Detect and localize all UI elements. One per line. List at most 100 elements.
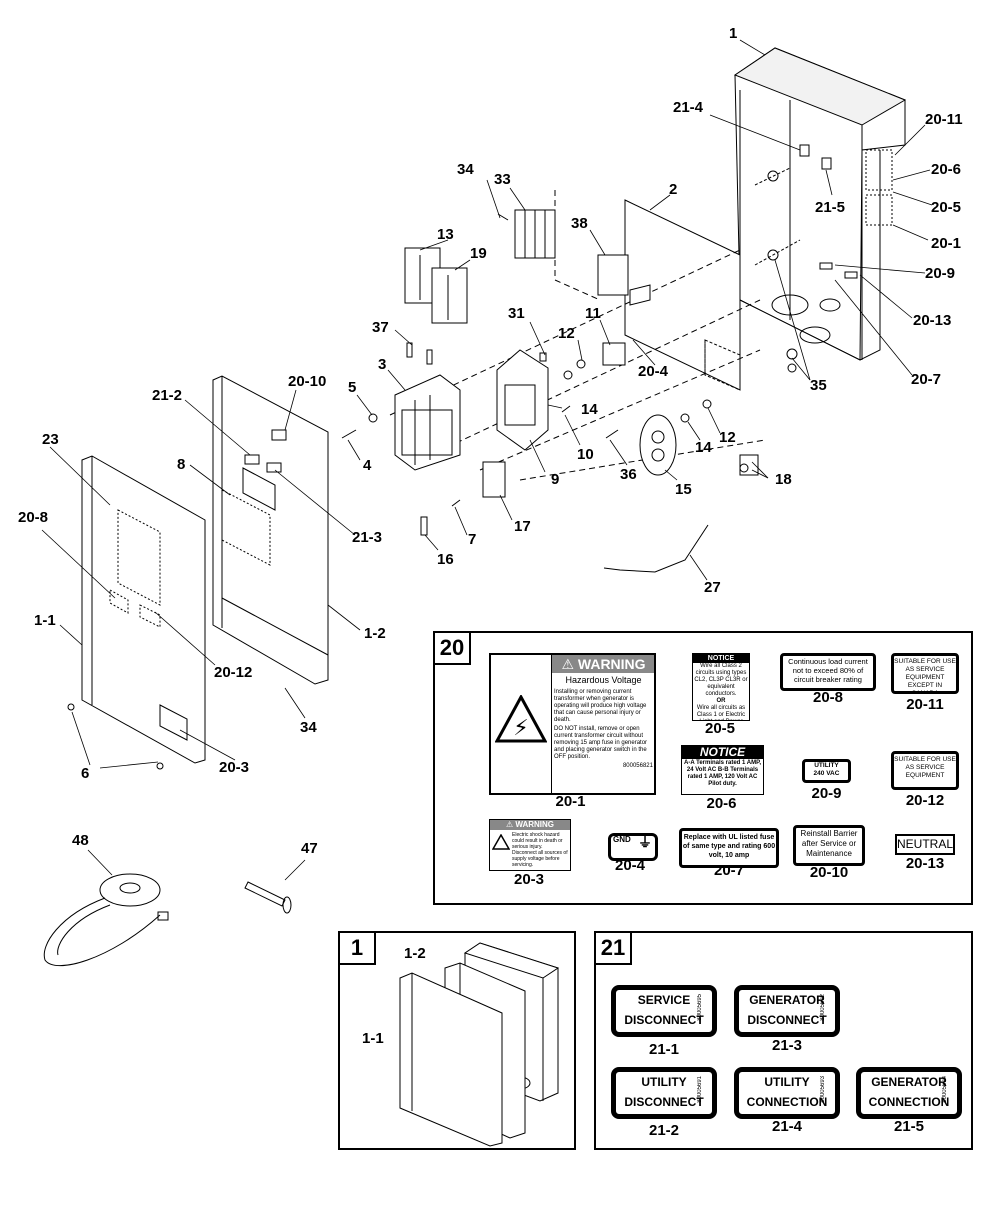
decal-20-1-title: Hazardous Voltage <box>565 675 642 685</box>
decal-20-12: SUITABLE FOR USE AS SERVICE EQUIPMENT <box>891 751 959 790</box>
hazard-triangle-icon: ⚡ <box>494 693 548 743</box>
inner-barrier-drawing <box>212 375 329 685</box>
callout-48: 48 <box>72 832 89 849</box>
callout-23: 23 <box>42 431 59 448</box>
callout-34-top: 34 <box>457 161 474 178</box>
decal-20-6-body: A-A Terminals rated 1 AMP, 24 Volt AC B-… <box>683 760 762 787</box>
callout-20-1: 20-1 <box>931 235 962 252</box>
callout-47: 47 <box>301 840 318 857</box>
leader-lines <box>41 39 933 881</box>
caption-21-4: 21-4 <box>771 1118 803 1135</box>
caption-20-7: 20-7 <box>713 862 745 879</box>
callout-21-2: 21-2 <box>152 387 183 404</box>
label-21-2-part: 80005691 <box>697 1076 703 1103</box>
callout-10: 10 <box>577 446 594 463</box>
decal-20-11: SUITABLE FOR USE AS SERVICE EQUIPMENT EX… <box>891 653 959 694</box>
callout-3: 3 <box>378 356 387 373</box>
decal-20-9-line1: UTILITY <box>814 762 839 769</box>
callout-15: 15 <box>675 481 692 498</box>
svg-text:⚡: ⚡ <box>513 716 528 741</box>
callout-21-3: 21-3 <box>352 529 383 546</box>
callout-38: 38 <box>571 215 588 232</box>
callout-7: 7 <box>468 531 477 548</box>
caption-20-11: 20-11 <box>906 696 944 713</box>
ground-symbol-icon: ⏚ <box>638 834 652 850</box>
callout-20-4: 20-4 <box>638 363 669 380</box>
callout-20-7: 20-7 <box>911 371 942 388</box>
callout-21-5: 21-5 <box>815 199 846 216</box>
callout-20-6: 20-6 <box>931 161 962 178</box>
caption-21-3: 21-3 <box>771 1037 803 1054</box>
decal-20-7: Replace with UL listed fuse of same type… <box>679 828 779 868</box>
decal-20-5-body: Wire all Class 2 circuits using types CL… <box>694 663 748 697</box>
callout-13: 13 <box>437 226 454 243</box>
decal-20-6: NOTICE A-A Terminals rated 1 AMP, 24 Vol… <box>681 745 764 795</box>
callout-4: 4 <box>363 457 372 474</box>
label-21-4: UTILITY CONNECTION 80005693 <box>734 1067 840 1119</box>
caption-21-2: 21-2 <box>648 1122 680 1139</box>
decal-kit-panel: 20 ⚡ ⚠ WARNING Hazardous Voltage Install… <box>433 631 973 905</box>
decal-20-4: GND ⏚ <box>608 833 658 861</box>
decal-20-3: ⚠ WARNING Electric shock hazard could re… <box>489 819 571 871</box>
enclosure-assembly-drawing <box>399 942 560 1147</box>
decal-20-13: NEUTRAL <box>895 834 955 855</box>
callout-20-12: 20-12 <box>214 664 253 681</box>
callout-36: 36 <box>620 466 637 483</box>
label-21-1-line2: DISCONNECT <box>624 1013 704 1027</box>
callout-27: 27 <box>704 579 721 596</box>
caption-20-8: 20-8 <box>812 689 844 706</box>
callout-31: 31 <box>508 305 525 322</box>
callout-14-left: 14 <box>581 401 598 418</box>
caption-20-4: 20-4 <box>614 857 646 874</box>
caption-20-12: 20-12 <box>905 792 945 809</box>
callout-1-1: 1-1 <box>34 612 56 629</box>
caption-20-10: 20-10 <box>809 864 849 881</box>
door-drawing <box>67 455 206 770</box>
label-21-3: GENERATOR DISCONNECT 80005692 <box>734 985 840 1037</box>
label-21-3-line1: GENERATOR <box>749 993 825 1007</box>
label-21-4-line2: CONNECTION <box>746 1095 828 1109</box>
label-21-4-line1: UTILITY <box>764 1075 810 1089</box>
caption-20-6: 20-6 <box>706 795 737 812</box>
decal-20-8: Continuous load current not to exceed 80… <box>780 653 876 691</box>
callout-21-4: 21-4 <box>673 99 704 116</box>
decal-kit-number: 20 <box>435 633 471 665</box>
transformer-and-screw-drawing <box>43 873 292 967</box>
contactor-drawing <box>394 374 461 471</box>
callout-20-11: 20-11 <box>925 111 963 128</box>
decal-20-5-or: OR <box>716 698 726 704</box>
callout-box1-1-1: 1-1 <box>362 1030 384 1047</box>
hardware-drawing <box>341 213 712 573</box>
callout-34-bottom: 34 <box>300 719 317 736</box>
label-21-1-part: 80005695 <box>697 994 703 1021</box>
decal-20-3-body: Electric shock hazard could result in de… <box>512 832 568 868</box>
decal-20-9: UTILITY 240 VAC <box>802 759 851 783</box>
callout-11: 11 <box>585 305 601 322</box>
label-21-5-line2: CONNECTION <box>868 1095 950 1109</box>
decal-20-1-header: ⚠ WARNING <box>552 655 654 673</box>
callout-6: 6 <box>81 765 90 782</box>
decal-20-1-part: 800056821 <box>622 763 653 769</box>
label-21-2-line2: DISCONNECT <box>624 1095 704 1109</box>
control-board-drawing <box>482 342 759 498</box>
label-21-2-line1: UTILITY <box>641 1075 687 1089</box>
callout-35: 35 <box>810 377 827 394</box>
callout-2: 2 <box>669 181 678 198</box>
callout-1-2: 1-2 <box>364 625 386 642</box>
callout-37: 37 <box>372 319 389 336</box>
enclosure-assembly-panel: 1 1-2 1-1 <box>338 931 576 1150</box>
label-21-4-part: 80005693 <box>820 1076 826 1103</box>
connection-labels-panel: 21 SERVICE DISCONNECT 80005695 21-1 GENE… <box>594 931 973 1150</box>
shock-hazard-icon <box>491 833 511 850</box>
callout-18: 18 <box>775 471 792 488</box>
decal-20-4-text: GND <box>613 835 631 844</box>
caption-20-13: 20-13 <box>905 855 945 872</box>
enclosure-assembly-number: 1 <box>340 933 376 965</box>
callout-20-5: 20-5 <box>931 199 962 216</box>
label-21-5-line1: GENERATOR <box>871 1075 947 1089</box>
callout-box1-1-2: 1-2 <box>404 945 426 962</box>
label-21-5: GENERATOR CONNECTION 80005694 <box>856 1067 962 1119</box>
caption-20-9: 20-9 <box>811 785 842 802</box>
callout-20-8: 20-8 <box>18 509 49 526</box>
